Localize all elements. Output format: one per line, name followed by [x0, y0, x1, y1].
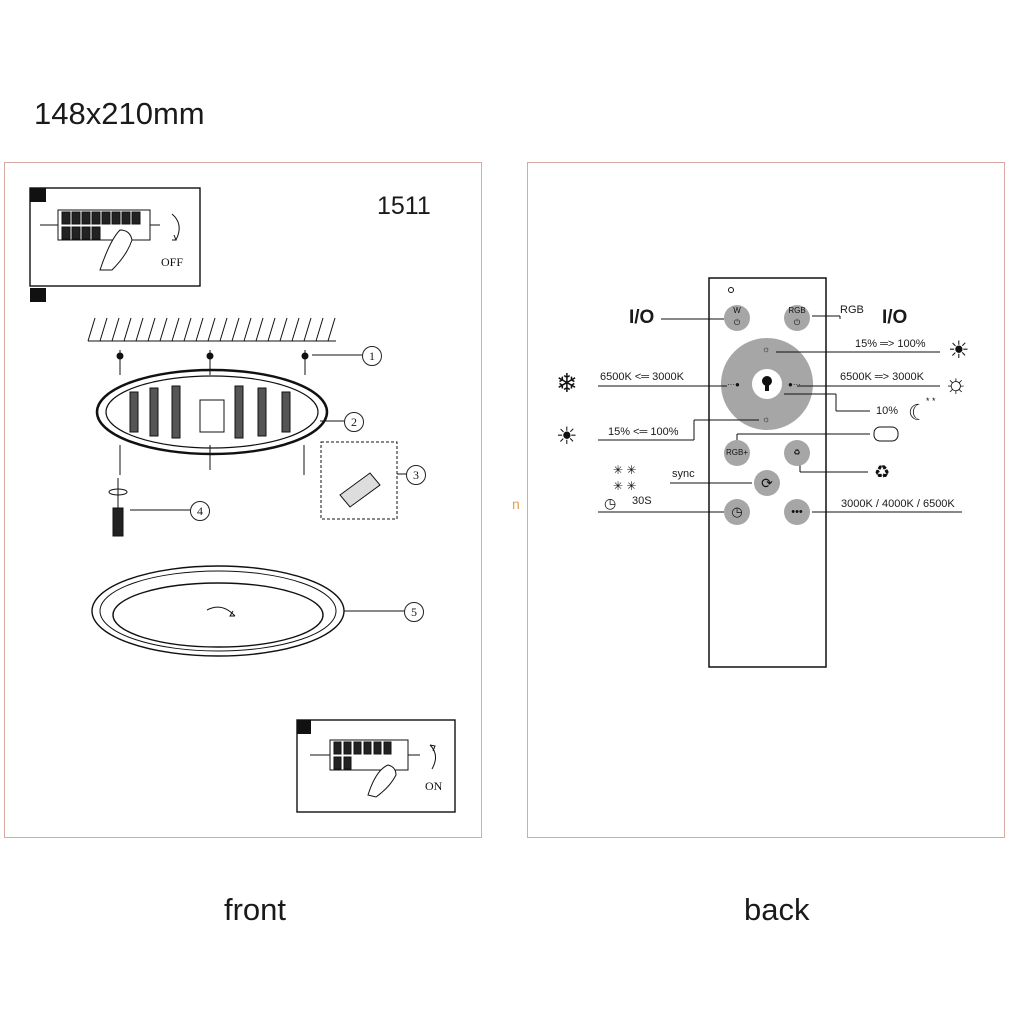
model-number: 1511: [377, 192, 431, 220]
warm-temp-label: 6500K ═> 3000K: [840, 371, 924, 383]
moon-icon: ☾: [908, 400, 928, 425]
rgb-mode-icon: [873, 426, 899, 442]
front-caption: front: [224, 892, 287, 927]
part-number-2: 2: [344, 412, 364, 432]
screws: [116, 350, 309, 375]
front-panel: [4, 162, 482, 838]
cct-cycle-label: 3000K / 4000K / 6500K: [841, 498, 955, 510]
terminal-block-icon: [339, 472, 381, 508]
screwdriver-icon: [108, 478, 128, 537]
step-off-box: [29, 187, 201, 287]
watermark: n: [512, 496, 520, 512]
cool-bulb-icon: ☀: [556, 423, 578, 450]
base-plate: [95, 368, 329, 456]
mount-screws: [119, 445, 305, 475]
w-power-button[interactable]: W⏻: [724, 305, 750, 331]
brightness-down-label: 15% <═ 100%: [608, 426, 679, 438]
recycle-rgb-icon: ♻: [874, 462, 890, 482]
rgb-cycle-button[interactable]: ♻: [784, 440, 810, 466]
sync-cluster-icon-2: ✳ ✳: [613, 479, 636, 493]
back-panel: [527, 162, 1005, 838]
timer-label: 30S: [632, 495, 652, 507]
rgb-label: RGB: [840, 304, 864, 316]
switch-on-icon: [310, 739, 436, 798]
dial-warm-icon: ●···: [788, 380, 801, 389]
sync-cluster-icon: ✳ ✳: [613, 463, 636, 477]
dial-bright-down-icon: ☼: [762, 414, 770, 424]
switch-off-icon: [40, 209, 180, 271]
cool-temp-label: 6500K <═ 3000K: [600, 371, 684, 383]
brightness-up-label: 15% ═> 100%: [855, 338, 926, 350]
remote-led: [728, 287, 734, 293]
off-label: OFF: [161, 255, 183, 269]
io-right-label: I/O: [882, 307, 908, 328]
sun-icon: ☼: [944, 368, 968, 398]
part-number-5: 5: [404, 602, 424, 622]
back-caption: back: [744, 892, 810, 927]
stars-icon: * *: [926, 396, 936, 406]
page-size-title: 148x210mm: [34, 96, 205, 131]
connector-box: [320, 441, 398, 520]
timer-button[interactable]: ◷: [724, 499, 750, 525]
ceiling: [87, 317, 336, 342]
on-label: ON: [425, 779, 443, 793]
rgb-power-button[interactable]: RGB⏻: [784, 305, 810, 331]
callout-lines: [598, 315, 962, 513]
sync-button[interactable]: ⟳: [754, 470, 780, 496]
part-number-3: 3: [406, 465, 426, 485]
snowflake-icon: ❄: [556, 368, 578, 398]
cct-button[interactable]: •••: [784, 499, 810, 525]
night-light-label: 10%: [876, 405, 899, 417]
rgb-mode-button[interactable]: RGB+: [724, 440, 750, 466]
dial-bright-up-icon: ☼: [762, 344, 770, 354]
sync-label: sync: [672, 468, 695, 480]
timer-icon: ◷: [604, 495, 616, 511]
bulb-icon: ☀: [948, 337, 970, 364]
part-number-4: 4: [190, 501, 210, 521]
part-number-1: 1: [362, 346, 382, 366]
io-left-label: I/O: [629, 307, 655, 328]
step-on-box: [296, 719, 456, 813]
dial-cool-icon: ···●: [727, 380, 740, 389]
